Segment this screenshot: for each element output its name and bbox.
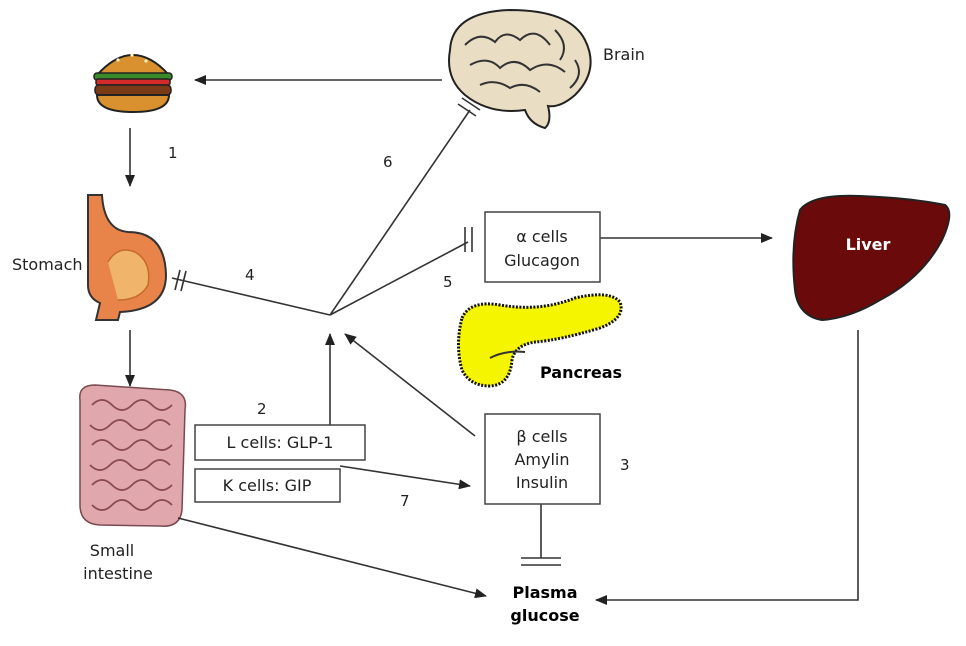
edge-hub-to-stomach <box>171 277 331 316</box>
step-number-1: 1 <box>168 144 178 162</box>
inhibit-bar-stomach-1 <box>174 269 181 291</box>
burger-icon <box>93 53 173 114</box>
step-number-3: 3 <box>620 456 630 474</box>
amylin-label: Amylin <box>514 450 569 469</box>
step-number-7: 7 <box>400 492 410 510</box>
beta-cells-box <box>484 413 601 505</box>
step-number-5: 5 <box>443 273 453 291</box>
stomach-icon <box>87 194 168 321</box>
liver-icon <box>792 194 951 322</box>
alpha-cells-label: α cells <box>516 227 568 246</box>
k-cells-box <box>194 468 341 503</box>
step-number-6: 6 <box>383 153 393 171</box>
liver-label: Liver <box>846 235 891 254</box>
edge-beta-to-hub <box>344 333 476 437</box>
insulin-label: Insulin <box>516 473 568 492</box>
pancreas-icon <box>457 293 623 388</box>
plasma-glucose-label-1: Plasma <box>513 583 578 602</box>
inhibit-bar-brain-1 <box>461 97 481 111</box>
l-cells-box <box>194 424 366 461</box>
inhibit-bar-stomach-2 <box>180 270 187 292</box>
small-intestine-label-1: Small <box>90 541 134 560</box>
inhibit-bar-brain-2 <box>457 103 477 117</box>
brain-label: Brain <box>603 45 645 64</box>
pancreas-label: Pancreas <box>540 363 622 382</box>
brain-icon <box>448 8 592 130</box>
small-intestine-label-2: intestine <box>83 564 153 583</box>
stomach-label: Stomach <box>12 255 83 274</box>
edge-hub-to-brain <box>329 109 471 316</box>
k-cells-label: K cells: GIP <box>223 476 312 495</box>
plasma-glucose-label-2: glucose <box>510 606 579 625</box>
alpha-cells-box <box>484 211 601 283</box>
edge-k-cells-to-beta <box>339 465 471 490</box>
edge-liver-to-glucose <box>595 330 859 605</box>
step-number-4: 4 <box>245 266 255 284</box>
step-number-2: 2 <box>257 400 267 418</box>
edge-hub-to-alpha <box>329 241 469 316</box>
beta-cells-label: β cells <box>516 427 567 446</box>
l-cells-label: L cells: GLP-1 <box>227 433 334 452</box>
glucagon-label: Glucagon <box>504 251 580 270</box>
edge-intestine-to-glucose <box>177 517 487 599</box>
small-intestine-icon <box>79 384 187 527</box>
